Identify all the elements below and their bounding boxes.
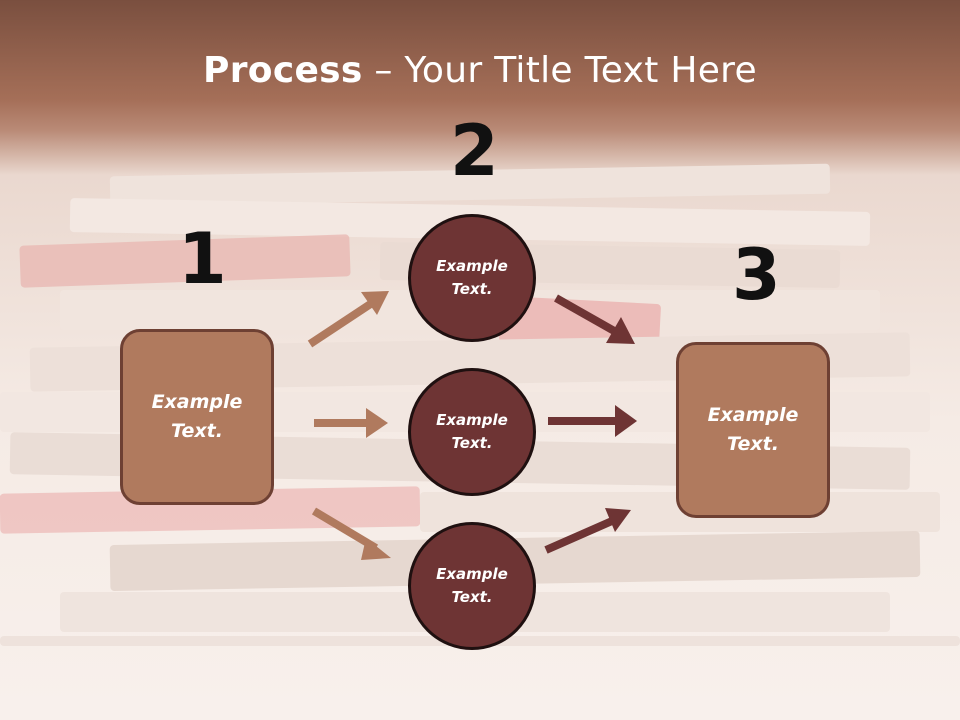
slide-title: Process – Your Title Text Here xyxy=(0,50,960,91)
step-3-box: Example Text. xyxy=(676,342,830,518)
arrow-from-top-circle xyxy=(554,294,618,336)
step-2-circle-top-text: Example Text. xyxy=(436,257,508,298)
step-3-text: Example Text. xyxy=(707,404,799,455)
title-rest: – Your Title Text Here xyxy=(362,50,757,91)
step-2-circle-middle: Example Text. xyxy=(408,368,536,496)
step-1-box: Example Text. xyxy=(120,329,274,505)
arrowhead-from-bottom-circle xyxy=(605,508,631,532)
step-2-circle-middle-text: Example Text. xyxy=(436,411,508,452)
arrowhead-to-bottom-circle xyxy=(361,538,391,560)
step-2-circle-bottom: Example Text. xyxy=(408,522,536,650)
arrowhead-to-top-circle xyxy=(361,291,389,315)
arrowhead-from-top-circle xyxy=(606,317,635,344)
title-bold: Process xyxy=(203,50,363,91)
step-1-text: Example Text. xyxy=(151,391,243,442)
step-2-circle-top: Example Text. xyxy=(408,214,536,342)
arrow-to-top-circle xyxy=(307,299,375,348)
step-number-3: 3 xyxy=(732,234,781,316)
step-number-1: 1 xyxy=(178,218,227,300)
arrowhead-from-middle-circle xyxy=(615,405,637,437)
arrowhead-to-middle-circle xyxy=(366,408,388,438)
step-2-circle-bottom-text: Example Text. xyxy=(436,565,508,606)
arrow-from-bottom-circle xyxy=(544,517,614,554)
step-number-2: 2 xyxy=(450,110,499,192)
